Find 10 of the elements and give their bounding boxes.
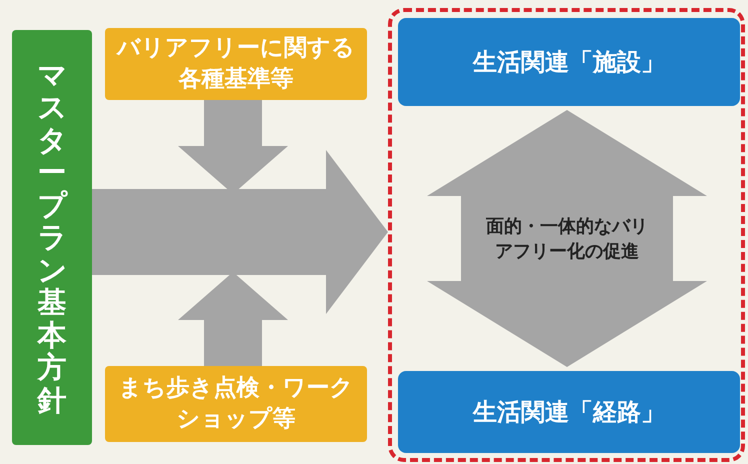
text-box: まち歩き点検・ワークショップ等 (105, 366, 367, 442)
block-arrow (92, 150, 388, 314)
edge-label: 面的・一体的なバリアフリー化の促進 (485, 214, 649, 264)
vertical-label-box: マスタープラン基本方針 (12, 30, 92, 445)
double-arrow (427, 110, 707, 367)
text-box: バリアフリーに関する各種基準等 (105, 28, 367, 100)
text-box: 生活関連「施設」 (398, 18, 740, 106)
text-box: 生活関連「経路」 (398, 371, 740, 453)
block-arrow (178, 272, 288, 366)
dashed-frame (388, 8, 745, 462)
